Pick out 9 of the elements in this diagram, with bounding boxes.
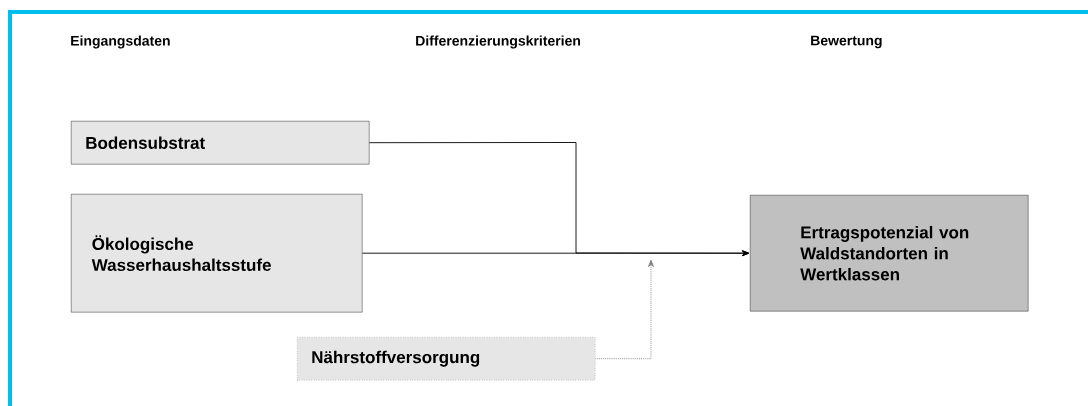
arrow	[594, 259, 654, 360]
input-box: Ökologische Wasserhaushaltsstufe	[71, 194, 363, 313]
column-heading: Bewertung	[811, 35, 882, 49]
column-heading: Differenzierungskriterien	[416, 35, 581, 49]
input-box: Bodensubstrat	[71, 121, 370, 165]
criterion-box: Nährstoffversorgung	[297, 337, 596, 381]
arrow	[361, 250, 750, 257]
result-box: Ertragspotenzial von Waldstandorten in Wertklassen	[750, 195, 1029, 312]
column-heading: Eingangsdaten	[71, 35, 170, 49]
